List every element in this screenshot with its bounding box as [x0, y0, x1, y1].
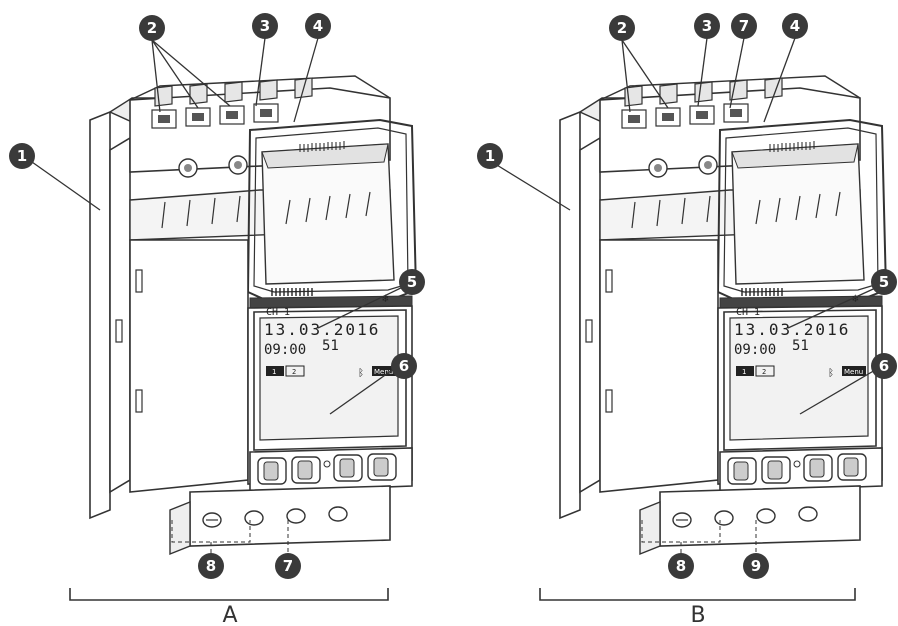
program-label-2: 2	[762, 368, 766, 376]
group-label-a: A	[222, 603, 237, 626]
callout-1: 1	[9, 143, 35, 169]
callouts-b: 1 2 3 7 4 5 6 8 9	[477, 13, 897, 579]
group-bracket-a	[69, 588, 389, 601]
bluetooth-icon: ᛒ	[828, 368, 834, 379]
callout-3: 3	[694, 13, 720, 39]
svg-text:3: 3	[702, 17, 712, 35]
svg-text:1: 1	[17, 147, 27, 165]
svg-text:1: 1	[485, 147, 495, 165]
callout-5: 5	[871, 269, 897, 295]
lcd-channel: CH 1	[736, 307, 760, 318]
menu-label: Menu	[844, 368, 863, 376]
callout-7: 7	[275, 553, 301, 579]
program-label-2: 2	[292, 368, 296, 376]
svg-text:6: 6	[399, 357, 409, 375]
svg-text:7: 7	[283, 557, 293, 575]
lcd-display-a: CH 1 13.03.2016 09:00 51 ❄ ᛒ 1 2 Menu	[264, 287, 396, 379]
callout-8: 8	[198, 553, 224, 579]
svg-text:2: 2	[147, 19, 157, 37]
leader-lines-a	[31, 37, 408, 415]
program-label-1: 1	[272, 368, 276, 376]
callout-8: 8	[668, 553, 694, 579]
snowflake-icon: ❄	[852, 292, 859, 305]
snowflake-icon: ❄	[382, 292, 389, 305]
lcd-time: 09:00	[264, 342, 306, 358]
callout-6: 6	[391, 353, 417, 379]
svg-text:2: 2	[617, 19, 627, 37]
callouts-a: 1 2 3 4 5 6 8 7	[9, 13, 425, 579]
group-bracket-b	[539, 588, 856, 601]
lcd-week: 51	[792, 338, 809, 354]
svg-text:6: 6	[879, 357, 889, 375]
callout-4: 4	[305, 13, 331, 39]
svg-text:4: 4	[790, 17, 800, 35]
lcd-channel: CH 1	[266, 307, 290, 318]
dashed-leaders-a	[171, 520, 289, 556]
lcd-date: 13.03.2016	[264, 320, 380, 339]
bluetooth-icon: ᛒ	[358, 368, 364, 379]
svg-text:8: 8	[676, 557, 686, 575]
svg-text:9: 9	[751, 557, 761, 575]
svg-text:7: 7	[739, 17, 749, 35]
group-label-b: B	[690, 603, 705, 626]
lcd-display-b: CH 1 13.03.2016 09:00 51 ❄ ᛒ 1 2 Menu	[734, 287, 866, 379]
device-b: CH 1 13.03.2016 09:00 51 ❄ ᛒ 1 2 Menu	[559, 75, 887, 555]
callout-1: 1	[477, 143, 503, 169]
dashed-leaders-b	[641, 520, 757, 556]
callout-7: 7	[731, 13, 757, 39]
lcd-time: 09:00	[734, 342, 776, 358]
lcd-date: 13.03.2016	[734, 320, 850, 339]
svg-text:5: 5	[407, 273, 417, 291]
svg-text:5: 5	[879, 273, 889, 291]
svg-text:8: 8	[206, 557, 216, 575]
callout-2: 2	[609, 15, 635, 41]
callout-6: 6	[871, 353, 897, 379]
svg-text:4: 4	[313, 17, 323, 35]
program-label-1: 1	[742, 368, 746, 376]
lcd-week: 51	[322, 338, 339, 354]
callout-9: 9	[743, 553, 769, 579]
callout-5: 5	[399, 269, 425, 295]
leader-lines-b	[491, 37, 883, 415]
callout-4: 4	[782, 13, 808, 39]
svg-text:3: 3	[260, 17, 270, 35]
menu-label: Menu	[374, 368, 393, 376]
device-a: CH 1 13.03.2016 09:00 51 ❄ ᛒ 1 2 Menu	[89, 75, 417, 555]
callout-2: 2	[139, 15, 165, 41]
callout-3: 3	[252, 13, 278, 39]
